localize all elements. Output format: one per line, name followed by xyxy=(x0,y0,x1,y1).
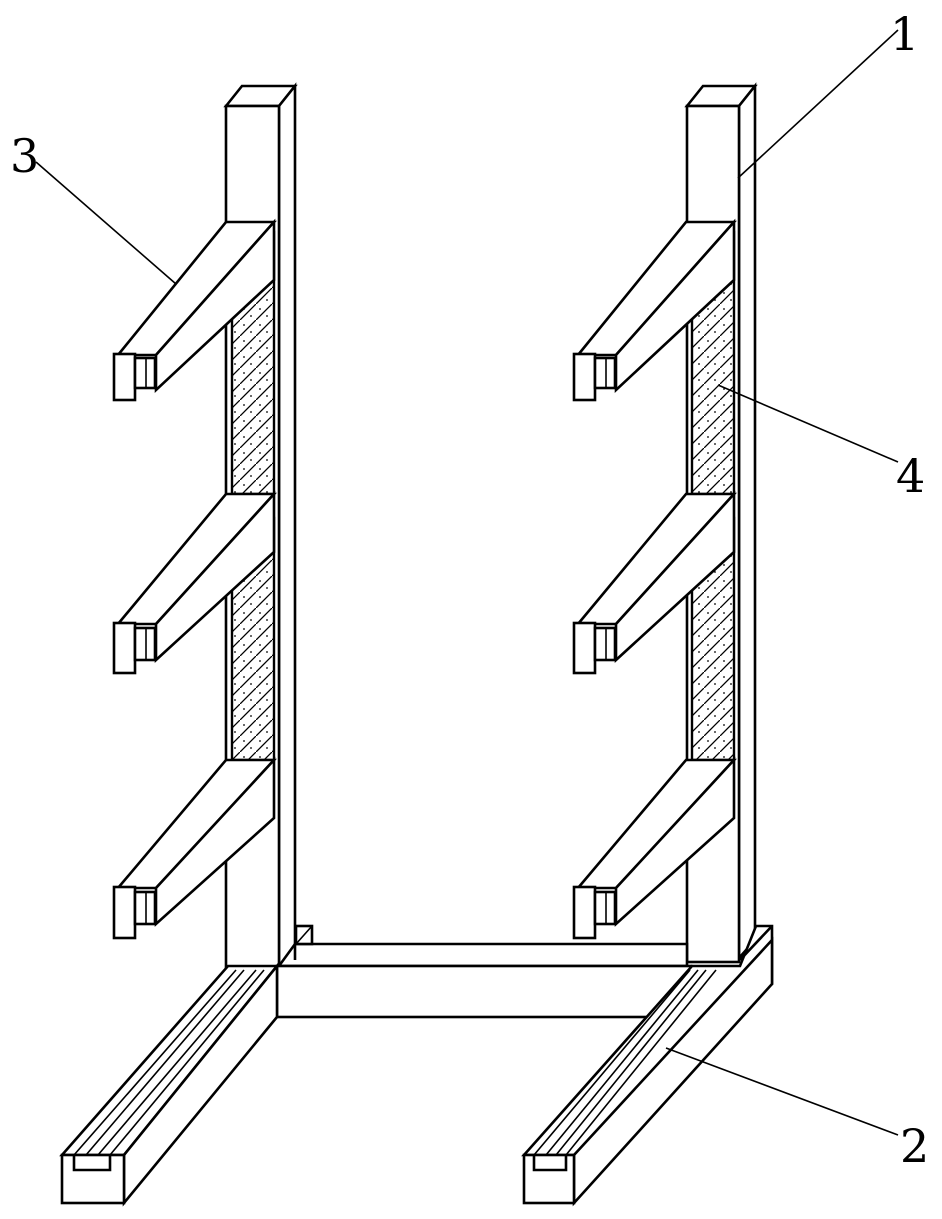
callout-2: 2 xyxy=(665,1047,929,1173)
right-arm-top xyxy=(572,218,737,402)
right-arm-middle xyxy=(572,490,737,675)
left-arm-top xyxy=(112,218,277,402)
callout-3: 3 xyxy=(10,129,177,285)
label-4: 4 xyxy=(896,449,925,503)
right-base-foot xyxy=(521,924,774,1207)
left-arm-middle xyxy=(112,490,277,675)
left-arm-bottom xyxy=(112,756,277,940)
right-arm-bottom xyxy=(572,756,737,940)
label-2: 2 xyxy=(900,1119,929,1173)
label-1: 1 xyxy=(890,7,919,61)
label-3: 3 xyxy=(10,129,39,183)
callout-1: 1 xyxy=(737,7,919,179)
left-base-foot xyxy=(59,962,280,1207)
bottom-cross-beam xyxy=(275,924,693,1019)
callout-4: 4 xyxy=(717,384,925,503)
